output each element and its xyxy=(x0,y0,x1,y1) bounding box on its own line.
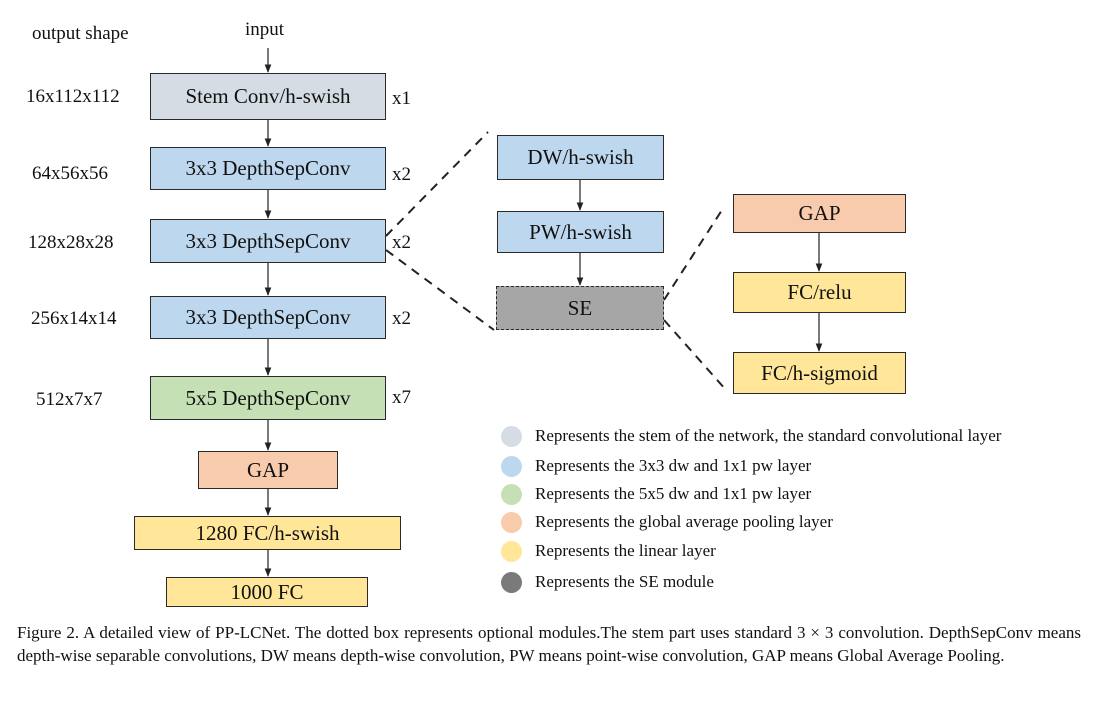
main-block-3: 3x3 DepthSepConv xyxy=(150,296,386,339)
legend-item-gap: Represents the global average pooling la… xyxy=(501,510,833,534)
se-fcsigmoid-block: FC/h-sigmoid xyxy=(733,352,906,394)
output-shape-3: 256x14x14 xyxy=(31,308,117,329)
detail-dw-block: DW/h-swish xyxy=(497,135,664,180)
legend-dot-se xyxy=(501,571,522,593)
legend-item-stem: Represents the stem of the network, the … xyxy=(501,424,1001,448)
head-block-gap: GAP xyxy=(198,451,338,489)
input-label: input xyxy=(245,19,285,40)
output-shape-header: output shape xyxy=(32,23,129,44)
repeat-count-2: x2 xyxy=(392,232,411,253)
legend-item-3x3: Represents the 3x3 dw and 1x1 pw layer xyxy=(501,454,811,478)
legend-dot-5x5 xyxy=(501,483,522,505)
output-shape-1: 64x56x56 xyxy=(32,163,108,184)
zoom-line-depthsep-top xyxy=(385,131,489,237)
main-block-4: 5x5 DepthSepConv xyxy=(150,376,386,420)
legend-text-stem: Represents the stem of the network, the … xyxy=(535,426,1002,445)
legend-item-linear: Represents the linear layer xyxy=(501,539,716,563)
legend-item-5x5: Represents the 5x5 dw and 1x1 pw layer xyxy=(501,482,811,506)
legend-text-linear: Represents the linear layer xyxy=(535,541,716,560)
output-shape-0: 16x112x112 xyxy=(26,86,120,107)
legend-text-gap: Represents the global average pooling la… xyxy=(535,512,833,531)
output-shape-2: 128x28x28 xyxy=(28,232,114,253)
legend-dot-gap xyxy=(501,511,522,533)
repeat-count-3: x2 xyxy=(392,308,411,329)
head-block-fc1280: 1280 FC/h-swish xyxy=(134,516,401,550)
legend-dot-stem xyxy=(501,425,522,447)
legend-item-se: Represents the SE module xyxy=(501,570,714,594)
legend-text-3x3: Represents the 3x3 dw and 1x1 pw layer xyxy=(535,456,812,475)
repeat-count-0: x1 xyxy=(392,88,411,109)
se-gap-block: GAP xyxy=(733,194,906,233)
repeat-count-4: x7 xyxy=(392,387,411,408)
legend-dot-3x3 xyxy=(501,455,522,477)
legend-dot-linear xyxy=(501,540,522,562)
zoom-line-se-top xyxy=(663,209,723,301)
legend-text-se: Represents the SE module xyxy=(535,572,714,591)
output-shape-4: 512x7x7 xyxy=(36,389,103,410)
zoom-line-depthsep-bottom xyxy=(385,249,495,331)
head-block-fc1000: 1000 FC xyxy=(166,577,368,607)
main-block-1: 3x3 DepthSepConv xyxy=(150,147,386,190)
repeat-count-1: x2 xyxy=(392,164,411,185)
detail-pw-block: PW/h-swish xyxy=(497,211,664,253)
figure-caption: Figure 2. A detailed view of PP-LCNet. T… xyxy=(17,623,1081,665)
detail-se-block: SE xyxy=(496,286,664,330)
main-block-0: Stem Conv/h-swish xyxy=(150,73,386,120)
se-fcrelu-block: FC/relu xyxy=(733,272,906,313)
zoom-line-se-bottom xyxy=(663,319,727,391)
legend-text-5x5: Represents the 5x5 dw and 1x1 pw layer xyxy=(535,484,812,503)
main-block-2: 3x3 DepthSepConv xyxy=(150,219,386,263)
